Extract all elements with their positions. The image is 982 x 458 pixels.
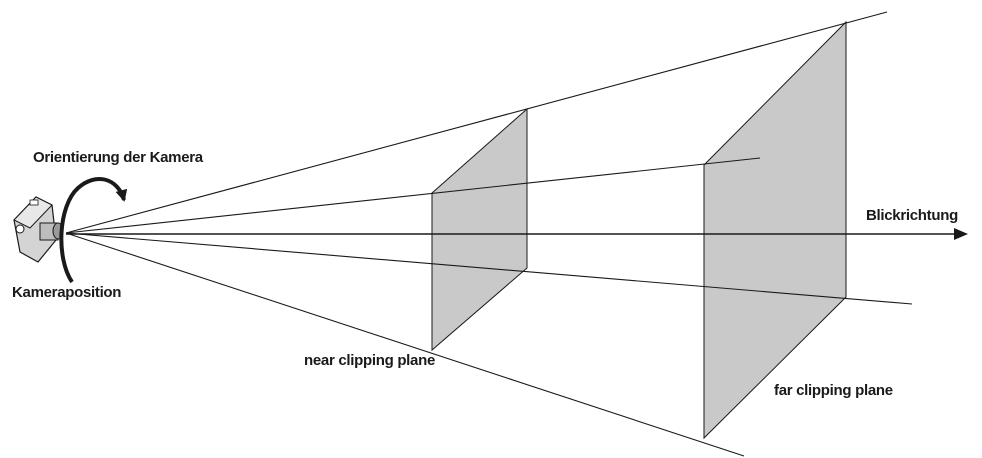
frustum-edge-bottom xyxy=(66,233,744,456)
camera-position-label: Kameraposition xyxy=(12,284,121,301)
far-clipping-plane xyxy=(704,22,846,438)
far-clipping-plane-label: far clipping plane xyxy=(774,382,893,399)
frustum-edge-upper-inner xyxy=(66,158,760,233)
near-clipping-plane-label: near clipping plane xyxy=(304,352,435,369)
view-direction-label: Blickrichtung xyxy=(866,207,958,224)
camera-orientation-label: Orientierung der Kamera xyxy=(33,149,203,166)
near-clipping-plane xyxy=(432,109,527,350)
camera-icon xyxy=(14,197,63,262)
